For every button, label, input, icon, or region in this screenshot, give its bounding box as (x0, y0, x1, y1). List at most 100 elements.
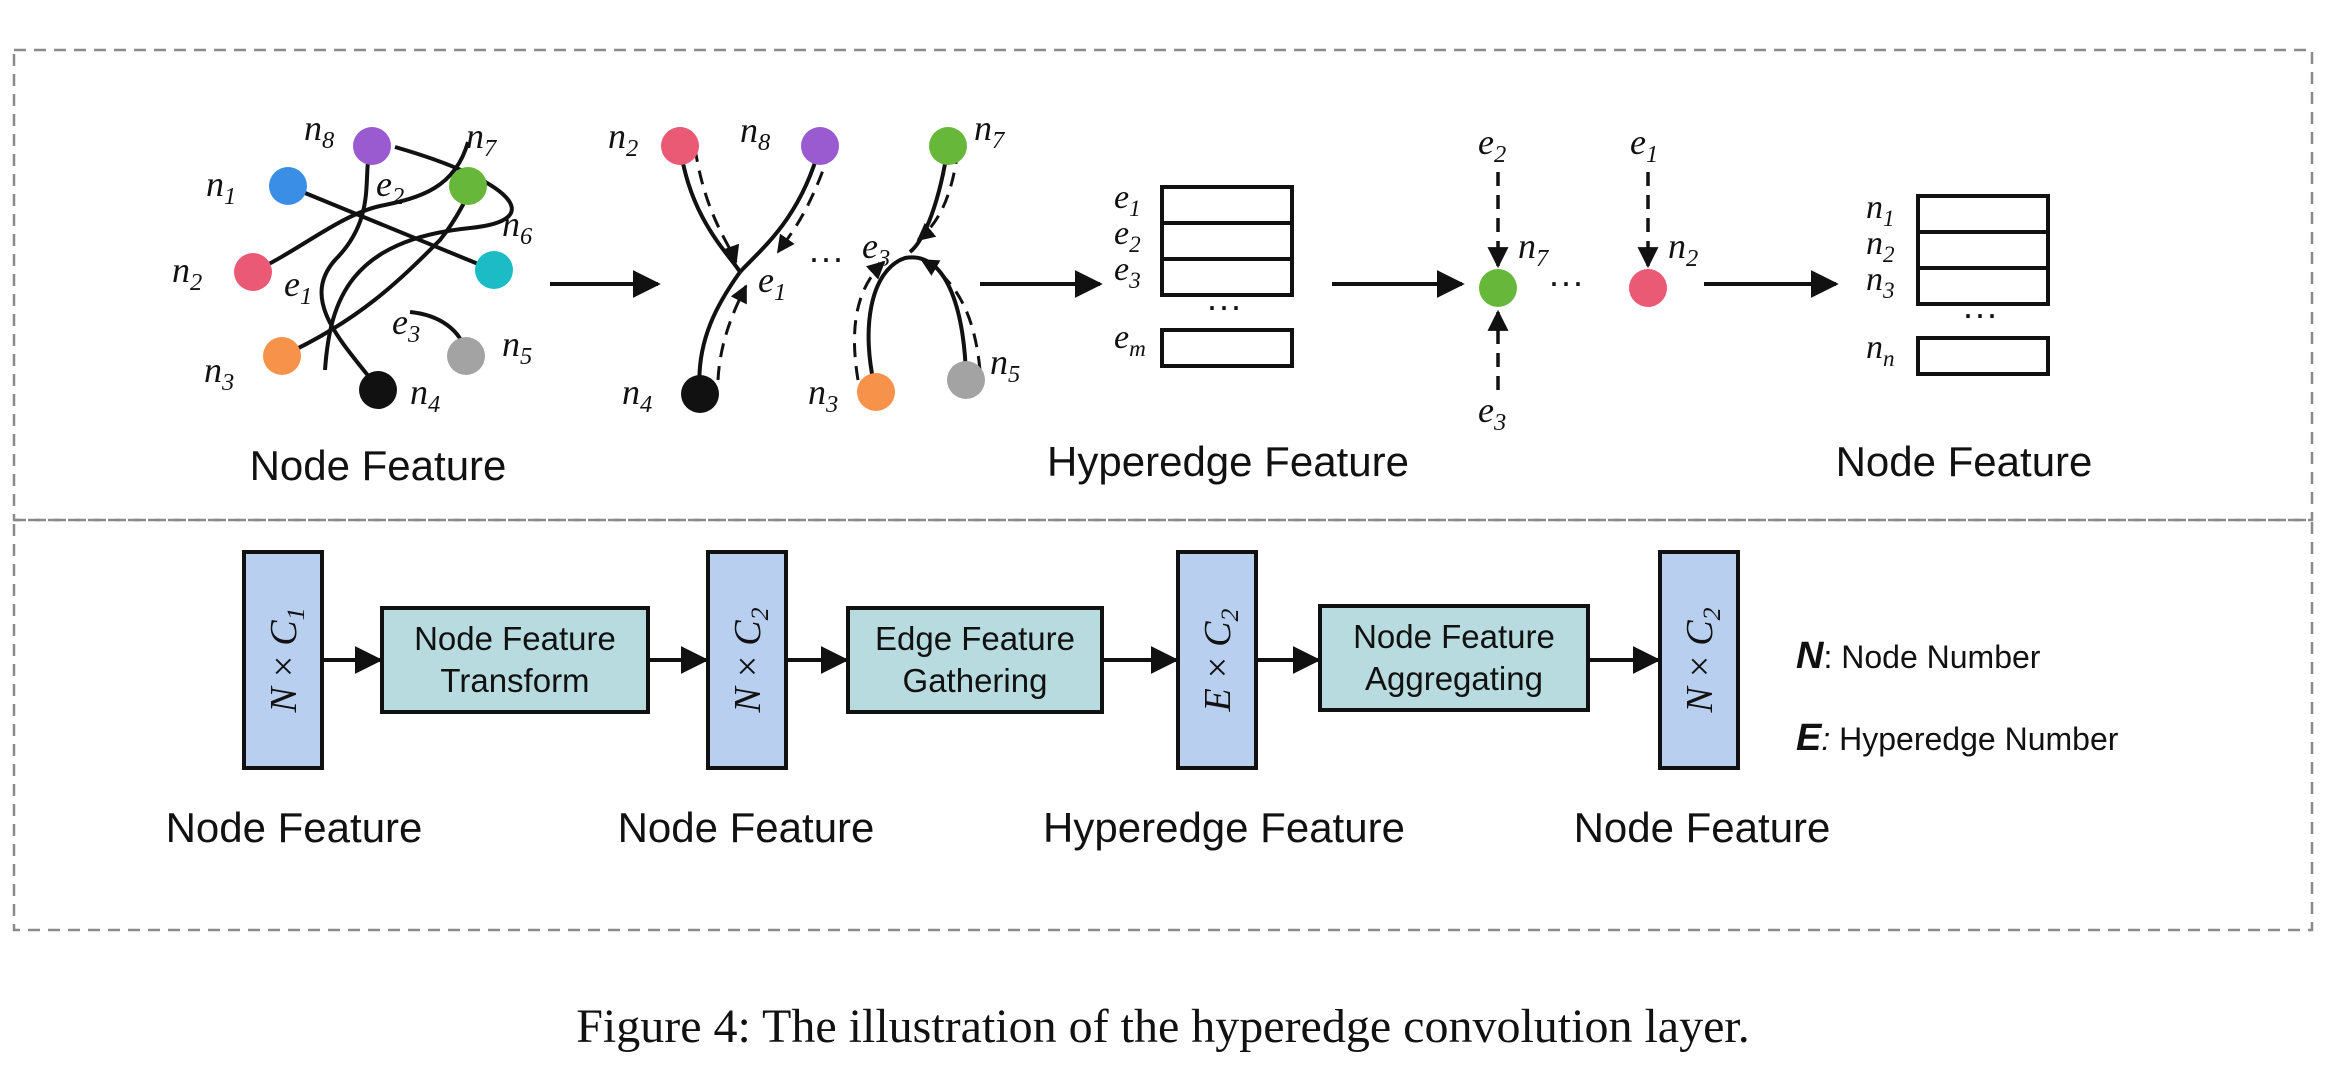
node-row-label-n2: n2 (1866, 225, 1895, 268)
aggregate-label-n2: n2 (1668, 226, 1698, 272)
label-n4: n4 (410, 372, 440, 418)
node-n3 (263, 337, 301, 375)
node-row-nn (1916, 336, 2050, 376)
feature-label: Hyperedge Feature (1043, 804, 1405, 851)
node-matrix-ellipsis: ··· (1962, 293, 1998, 334)
label-e1: e1 (284, 264, 312, 310)
label-n6: n6 (502, 204, 533, 250)
op-label: Aggregating (1365, 660, 1543, 697)
op-label: Transform (440, 662, 589, 699)
gather-arrow (916, 149, 960, 242)
gather-nodes (661, 127, 985, 413)
aggregate-node-n2 (1629, 269, 1667, 307)
label-n7: n7 (466, 116, 498, 162)
label-n8: n8 (304, 108, 334, 154)
gather-label-n2: n2 (608, 116, 638, 162)
node-row-label-n1: n1 (1866, 189, 1895, 232)
hypergraph-nodes (234, 127, 513, 409)
gather-node-n8 (801, 127, 839, 165)
hyperedge-row-em (1160, 328, 1294, 368)
hyperedge-matrix (1160, 185, 1294, 368)
gather-node-n4 (681, 375, 719, 413)
tensor-block (1658, 550, 1740, 770)
hyperedge-row-e3 (1160, 257, 1294, 297)
feature-label: Node Feature (1574, 804, 1831, 851)
node-matrix (1916, 194, 2050, 376)
tensor-label: N×C1 (263, 607, 310, 713)
aggregate-node-n7 (1479, 269, 1517, 307)
gather-label-e1: e1 (758, 260, 786, 306)
hyperedge-label-e3: e3 (1114, 251, 1141, 294)
gather-label-n5: n5 (990, 342, 1020, 388)
tensor-label: E×C2 (1197, 608, 1244, 712)
label-n1: n1 (206, 164, 236, 210)
operation-labels: Node Feature Transform Edge Feature Gath… (414, 618, 1555, 699)
op-label: Node Feature (414, 620, 616, 657)
top-panel-frame (12, 48, 2314, 522)
hyperedge-row-e2 (1160, 221, 1294, 261)
label-n2: n2 (172, 250, 202, 296)
legend-item: E: Hyperedge Number (1796, 717, 2119, 759)
gather-label-e3: e3 (862, 226, 890, 272)
legend: N: Node Number E: Hyperedge Number (1796, 635, 2119, 759)
hyperedge-label-em: em (1114, 319, 1146, 362)
tensor-labels: N×C1 N×C2 E×C2 N×C2 (263, 607, 1726, 713)
gather-arrow (776, 149, 832, 254)
gather-label-n8: n8 (740, 110, 770, 156)
label-n3: n3 (204, 350, 234, 396)
gather-node-n5 (947, 361, 985, 399)
gather-curve (678, 145, 742, 274)
op-node-feature-aggregating (1318, 604, 1590, 712)
tensor-block (706, 550, 788, 770)
node-row-n3 (1916, 266, 2050, 306)
aggregate-labels: e2 e3 e1 n7 n2 (1478, 122, 1698, 436)
node-n7 (449, 167, 487, 205)
node-row-label-n3: n3 (1866, 261, 1895, 304)
operation-blocks (380, 604, 1590, 714)
aggregate-label-e1: e1 (1630, 122, 1658, 168)
feature-label: Node Feature (166, 804, 423, 851)
gather-node-n7 (929, 127, 967, 165)
pipeline-feature-labels: Node Feature Node Feature Hyperedge Feat… (166, 804, 1831, 851)
hyperedge-curve (287, 184, 489, 270)
hypergraph-labels: n1 n2 n3 n4 n5 n6 n7 n8 e1 e2 e3 (172, 108, 533, 418)
gather-node-n3 (857, 373, 895, 411)
legend-item: N: Node Number (1796, 635, 2041, 677)
node-row-n1 (1916, 194, 2050, 234)
hyperedge-label-e1: e1 (1114, 179, 1141, 222)
gather-label-n7: n7 (974, 108, 1006, 154)
node-n6 (475, 251, 513, 289)
label-n5: n5 (502, 324, 532, 370)
hyperedge-curve (281, 189, 472, 358)
gather-node-n2 (661, 127, 699, 165)
label-e3: e3 (392, 302, 420, 348)
gather-labels: n2 n8 n4 n7 n3 n5 e1 e3 (608, 108, 1020, 418)
node-aggregation (1487, 172, 1659, 390)
label-hyperedge-feature: Hyperedge Feature (1047, 438, 1409, 485)
gather-label-n3: n3 (808, 372, 838, 418)
node-row-labels: n1 n2 n3 nn (1866, 189, 1895, 372)
gather-arrow (716, 284, 748, 381)
gather-label-n4: n4 (622, 372, 652, 418)
hyperedge-row-e1 (1160, 185, 1294, 225)
hyperedge-matrix-ellipsis: ··· (1206, 285, 1242, 326)
gather-arrow (920, 258, 982, 371)
tensor-label: N×C2 (727, 607, 774, 713)
label-node-feature-right: Node Feature (1836, 438, 2093, 485)
op-label: Node Feature (1353, 618, 1555, 655)
hyperedge-label-e2: e2 (1114, 215, 1141, 258)
node-row-label-nn: nn (1866, 329, 1895, 372)
hyperedge-curve (252, 141, 470, 274)
feature-label: Node Feature (618, 804, 875, 851)
bottom-panel-frame (12, 518, 2314, 932)
node-n1 (269, 167, 307, 205)
op-label: Edge Feature (875, 620, 1075, 657)
aggregate-label-e3: e3 (1478, 390, 1506, 436)
gather-ellipsis: ··· (808, 237, 844, 278)
tensor-label: N×C2 (1679, 607, 1726, 713)
hyperedge-row-labels: e1 e2 e3 em (1114, 179, 1146, 362)
gather-arrow (852, 260, 886, 381)
op-label: Gathering (903, 662, 1048, 699)
label-e2: e2 (376, 164, 404, 210)
